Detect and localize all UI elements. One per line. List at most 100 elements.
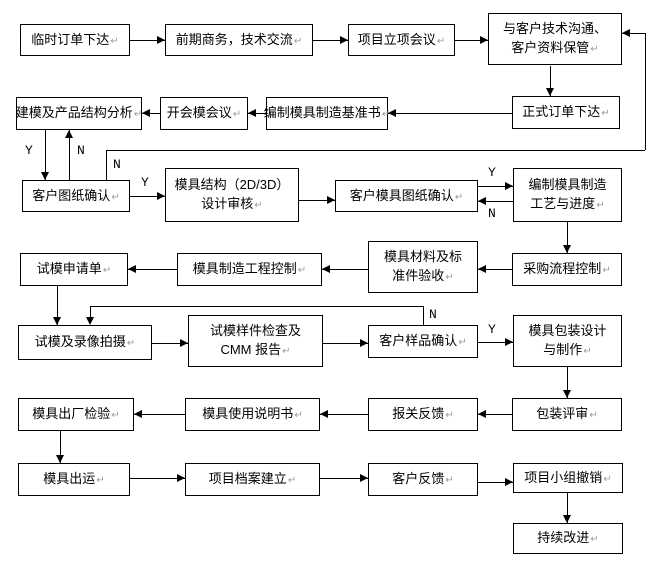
branch-label-n: N	[428, 307, 438, 322]
arrowhead-left	[142, 109, 150, 117]
connector-line	[478, 201, 513, 202]
return-mark: ↵	[436, 35, 446, 47]
return-mark: ↵	[601, 108, 610, 119]
connector-line	[622, 33, 645, 34]
node-process-schedule: 编制模具制造 工艺与进度↵	[513, 168, 622, 222]
return-mark: ↵	[254, 200, 263, 211]
node-trial-application: 试模申请单↵	[20, 253, 128, 286]
connector-line	[60, 431, 61, 463]
branch-label-n: N	[76, 143, 86, 158]
connector-line	[142, 113, 160, 114]
node-modeling-analysis: 建模及产品结构分析↵	[16, 97, 142, 130]
branch-label-y: Y	[487, 322, 497, 337]
return-mark: ↵	[583, 346, 592, 357]
node-temp-order: 临时订单下达↵	[20, 24, 130, 56]
node-mold-shipment: 模具出运↵	[18, 463, 130, 496]
connector-line	[567, 222, 568, 253]
arrowhead-left	[478, 197, 486, 205]
return-mark: ↵	[445, 410, 454, 421]
node-trial-video: 试模及录像拍摄↵	[18, 325, 152, 360]
arrowhead-right	[177, 474, 185, 482]
node-purchasing-control: 采购流程控制↵	[512, 253, 622, 286]
return-mark: ↵	[590, 534, 599, 545]
node-mold-meeting: 开会模会议↵	[160, 97, 248, 130]
arrowhead-right	[360, 474, 368, 482]
branch-label-n: N	[112, 157, 122, 172]
node-customer-feedback: 客户反馈↵	[368, 463, 478, 496]
connector-line	[478, 342, 513, 343]
node-factory-inspection: 模具出厂检验↵	[18, 398, 134, 431]
arrowhead-left	[128, 265, 136, 273]
node-continuous-improvement: 持续改进↵	[513, 523, 623, 554]
node-sample-confirm: 客户样品确认↵	[368, 325, 478, 358]
node-pre-business: 前期商务，技术交流↵	[165, 24, 313, 56]
node-mold-drawing-confirm: 客户模具图纸确认↵	[335, 180, 478, 212]
connector-line	[323, 343, 368, 344]
connector-line	[134, 414, 185, 415]
arrowhead-left	[320, 410, 328, 418]
arrowhead-down	[546, 88, 554, 96]
connector-line	[106, 150, 107, 180]
node-drawing-confirm: 客户图纸确认↵	[22, 180, 130, 212]
node-material-acceptance: 模具材料及标 准件验收↵	[368, 241, 478, 293]
arrowhead-down	[41, 172, 49, 180]
return-mark: ↵	[454, 191, 464, 203]
connector-line	[248, 113, 266, 114]
return-mark: ↵	[445, 475, 454, 486]
connector-line	[130, 478, 185, 479]
connector-line	[478, 414, 512, 415]
arrowhead-down	[563, 245, 571, 253]
node-engineering-control: 模具制造工程控制↵	[177, 253, 322, 286]
return-mark: ↵	[111, 191, 120, 203]
return-mark: ↵	[589, 410, 598, 421]
arrowhead-left	[622, 29, 630, 37]
return-mark: ↵	[96, 475, 105, 486]
node-customer-comm: 与客户技术沟通、 客户资料保管↵	[488, 13, 622, 65]
node-user-manual: 模具使用说明书↵	[185, 398, 320, 431]
connector-line	[455, 40, 488, 41]
branch-label-y: Y	[24, 143, 34, 158]
node-baseline-doc: 编制模具制造基准书↵	[264, 97, 391, 130]
arrowhead-left	[134, 410, 142, 418]
arrowhead-right	[157, 192, 165, 200]
arrowhead-left	[478, 410, 486, 418]
node-project-archive: 项目档案建立↵	[185, 463, 320, 496]
arrowhead-left	[478, 265, 486, 273]
node-kickoff-meeting: 项目立项会议↵	[348, 24, 455, 56]
return-mark: ↵	[297, 265, 307, 276]
connector-line	[152, 343, 188, 344]
return-mark: ↵	[126, 338, 136, 349]
arrowhead-left	[248, 109, 256, 117]
arrowhead-down	[86, 317, 94, 325]
connector-line	[478, 269, 512, 270]
arrowhead-right	[340, 36, 348, 44]
return-mark: ↵	[596, 200, 605, 211]
arrowhead-right	[480, 36, 488, 44]
connector-line	[130, 40, 165, 41]
return-mark: ↵	[110, 35, 119, 47]
arrowhead-right	[180, 339, 188, 347]
connector-line	[423, 306, 424, 325]
arrowhead-right	[327, 196, 335, 204]
connector-line	[313, 40, 348, 41]
connector-line	[106, 150, 645, 151]
return-mark: ↵	[381, 109, 391, 120]
connector-line	[550, 66, 551, 96]
arrowhead-right	[505, 338, 513, 346]
connector-line	[478, 186, 513, 187]
connector-line	[320, 478, 368, 479]
return-mark: ↵	[287, 475, 297, 486]
node-customs-feedback: 报关反馈↵	[368, 398, 478, 431]
node-structure-review: 模具结构（2D/3D） 设计审核↵	[165, 168, 299, 222]
return-mark: ↵	[102, 265, 112, 276]
arrowhead-down	[563, 515, 571, 523]
connector-line	[567, 367, 568, 398]
arrowhead-right	[157, 36, 165, 44]
return-mark: ↵	[294, 410, 303, 421]
return-mark: ↵	[232, 109, 242, 120]
arrowhead-down	[53, 317, 61, 325]
return-mark: ↵	[603, 473, 612, 485]
arrowhead-left	[322, 265, 330, 273]
return-mark: ↵	[111, 410, 120, 421]
